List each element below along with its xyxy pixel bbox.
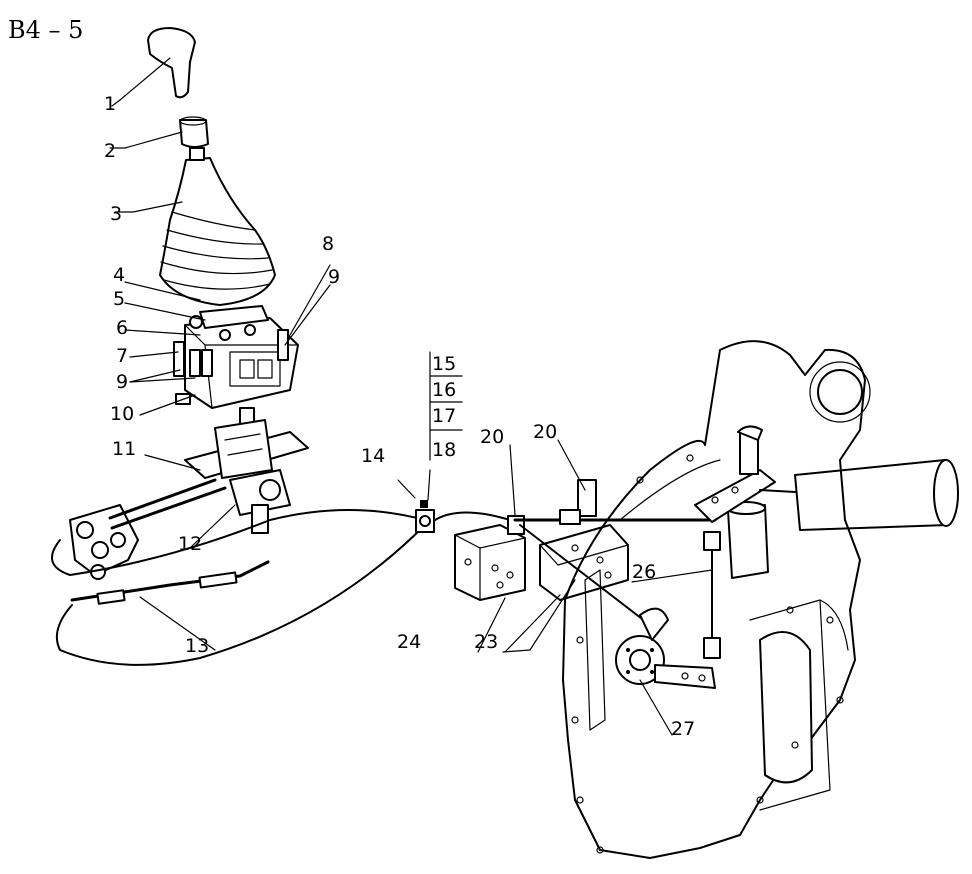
label-1: 1 — [104, 93, 116, 115]
actuator-cylinder — [703, 501, 769, 659]
label-11: 11 — [112, 438, 136, 460]
label-7: 7 — [116, 345, 128, 367]
air-cylinder — [759, 459, 959, 531]
label-9-right: 9 — [328, 266, 340, 288]
rubber-boot — [159, 147, 276, 306]
disc-lever-27 — [615, 607, 716, 689]
label-12: 12 — [178, 533, 202, 555]
label-16: 16 — [432, 379, 456, 401]
label-6: 6 — [116, 317, 128, 339]
label-8: 8 — [322, 233, 334, 255]
cable-end-bracket — [69, 478, 227, 580]
label-20-left: 20 — [480, 426, 504, 448]
label-4: 4 — [113, 264, 125, 286]
upper-lever-arm — [694, 425, 776, 523]
valve-block — [454, 515, 526, 601]
label-10: 10 — [110, 403, 134, 425]
label-15: 15 — [432, 353, 456, 375]
shift-knob — [147, 27, 196, 99]
label-2: 2 — [104, 140, 116, 162]
lever-20 — [513, 479, 717, 626]
label-26: 26 — [632, 561, 656, 583]
main-cables — [51, 509, 511, 666]
label-9-left: 9 — [116, 371, 128, 393]
label-13: 13 — [185, 635, 209, 657]
lower-shift-mechanism — [184, 407, 309, 534]
shift-tower-housing — [173, 305, 299, 409]
label-3: 3 — [110, 203, 122, 225]
label-27: 27 — [671, 718, 695, 740]
leader-lines — [109, 57, 713, 736]
label-23: 23 — [474, 631, 498, 653]
transmission-housing — [562, 340, 871, 859]
label-20-right: 20 — [533, 421, 557, 443]
shift-collar — [179, 116, 209, 148]
label-14: 14 — [361, 445, 385, 467]
label-5: 5 — [113, 288, 125, 310]
part-number-labels: 1 2 3 4 5 6 7 9 10 11 12 13 8 9 14 15 16… — [104, 93, 695, 740]
diagram-title: B4 – 5 — [8, 16, 83, 44]
mounting-bracket — [539, 524, 629, 601]
label-24: 24 — [397, 631, 421, 653]
label-17: 17 — [432, 405, 456, 427]
shift-cable-13 — [70, 560, 270, 605]
label-18: 18 — [432, 439, 456, 461]
cable-coupler — [415, 500, 435, 533]
